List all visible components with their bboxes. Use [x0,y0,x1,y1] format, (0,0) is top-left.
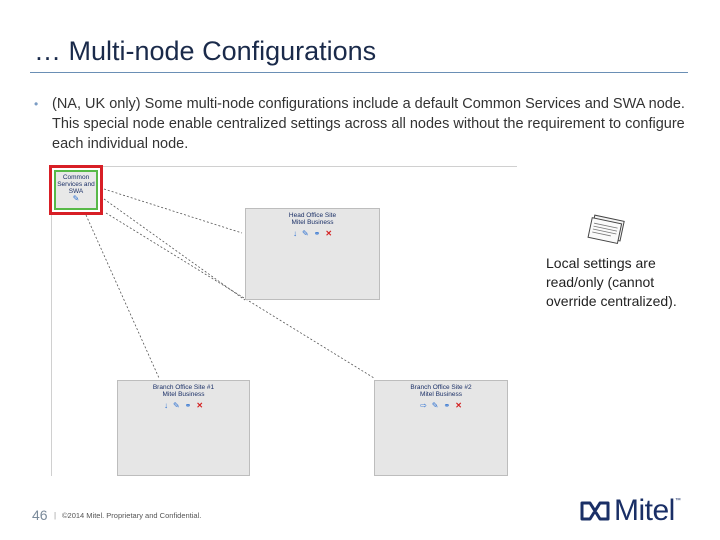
head-office-name: Head Office Site [288,212,337,219]
branch-office-2-node[interactable]: Branch Office Site #2 Mitel Business ⇨ ✎… [374,380,508,476]
line-to-branch-2 [105,212,375,379]
common-line-3: SWA [68,188,84,195]
title-divider [30,72,688,73]
connection-lines [85,188,375,379]
common-line-2: Services and [57,181,95,188]
delete-icon[interactable]: ✕ [325,229,333,238]
page-number: 46 [32,507,48,523]
head-office-node[interactable]: Head Office Site Mitel Business ↓ ✎ ⚭ ✕ [245,208,380,300]
line-to-head-office-bottom [103,198,246,301]
branch-2-icons: ⇨ ✎ ⚭ ✕ [375,401,507,410]
common-line-1: Common [62,174,90,181]
bullet-marker: • [34,97,39,111]
line-to-head-office-top [103,188,243,234]
bullet-text: (NA, UK only) Some multi-node configurat… [52,96,685,152]
footer-separator: | [54,511,57,520]
edit-icon[interactable]: ✎ [431,401,439,410]
branch-1-icons: ↓ ✎ ⚭ ✕ [118,401,249,410]
local-settings-note: Local settings are read/only (cannot ove… [546,255,677,309]
tool-icon[interactable]: ✎ [172,401,180,410]
trademark-mark: ™ [674,498,681,504]
head-office-icons: ↓ ✎ ⚭ ✕ [246,229,379,238]
stack-of-papers-icon [587,214,625,245]
tool-icon[interactable]: ✎ [301,229,309,238]
branch-1-name: Branch Office Site #1 [152,384,215,391]
download-icon[interactable]: ↓ [292,229,297,238]
branch-1-type: Mitel Business [162,391,205,398]
download-icon[interactable]: ↓ [163,401,168,410]
common-services-inner: Common Services and SWA ✎ [54,170,98,210]
link-icon[interactable]: ⚭ [313,229,321,238]
delete-icon[interactable]: ✕ [196,401,204,410]
head-office-type: Mitel Business [291,219,334,226]
slide-title: … Multi-node Configurations [34,36,377,66]
link-icon[interactable]: ⚭ [184,401,192,410]
branch-2-type: Mitel Business [420,391,462,398]
branch-office-1-node[interactable]: Branch Office Site #1 Mitel Business ↓ ✎… [117,380,250,476]
link-icon[interactable]: ⚭ [443,401,451,410]
branch-2-name: Branch Office Site #2 [410,384,472,391]
line-to-branch-1 [85,214,160,379]
diagram-top-border [51,166,517,167]
common-services-node[interactable]: Common Services and SWA ✎ [49,165,103,215]
upload-icon[interactable]: ⇨ [420,401,427,410]
tool-icon: ✎ [72,194,80,203]
mitel-logo: Mitel ™ [580,494,681,528]
footer-copyright: ©2014 Mitel. Proprietary and Confidentia… [62,511,202,520]
mitel-logo-mark-icon [580,501,610,521]
delete-icon[interactable]: ✕ [455,401,462,410]
mitel-logo-text: Mitel [614,494,675,527]
diagram-left-border [51,166,52,476]
